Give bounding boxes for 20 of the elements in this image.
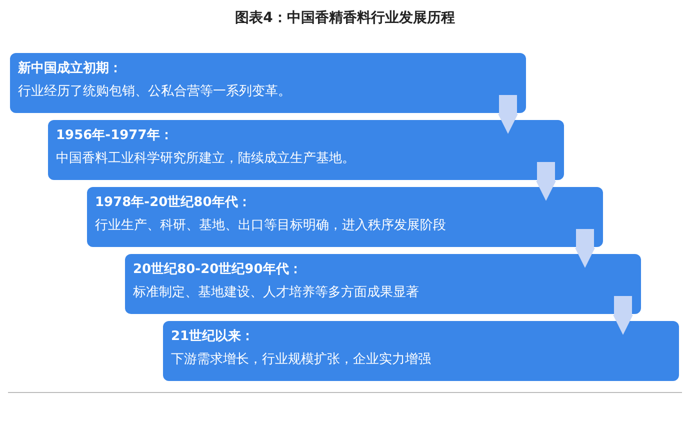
stage-heading: 21世纪以来： [171,328,256,346]
stage-description: 中国香料工业科学研究所建立，陆续成立生产基地。 [56,150,356,168]
stage-box [125,254,641,314]
down-arrow [613,296,633,335]
stage-heading: 20世纪80-20世纪90年代： [133,261,303,279]
stage-description: 行业经历了统购包销、公私合营等一系列变革。 [18,83,292,101]
stage-box [163,321,679,381]
stage-description: 下游需求增长，行业规模扩张，企业实力增强 [171,351,432,369]
down-arrow [536,162,556,201]
down-arrow [498,95,518,134]
stage-description: 标准制定、基地建设、人才培养等多方面成果显著 [133,284,420,302]
stage-box [48,120,564,180]
stage-heading: 新中国成立初期： [18,60,123,78]
stage-description: 行业生产、科研、基地、出口等目标明确，进入秩序发展阶段 [95,217,447,235]
stage-box [87,187,603,247]
stage-box [10,53,526,113]
stage-heading: 1978年-20世纪80年代： [95,194,252,212]
stage-heading: 1956年-1977年： [56,127,174,145]
chart-title: 图表4：中国香精香料行业发展历程 [234,9,456,27]
down-arrow [575,229,595,268]
